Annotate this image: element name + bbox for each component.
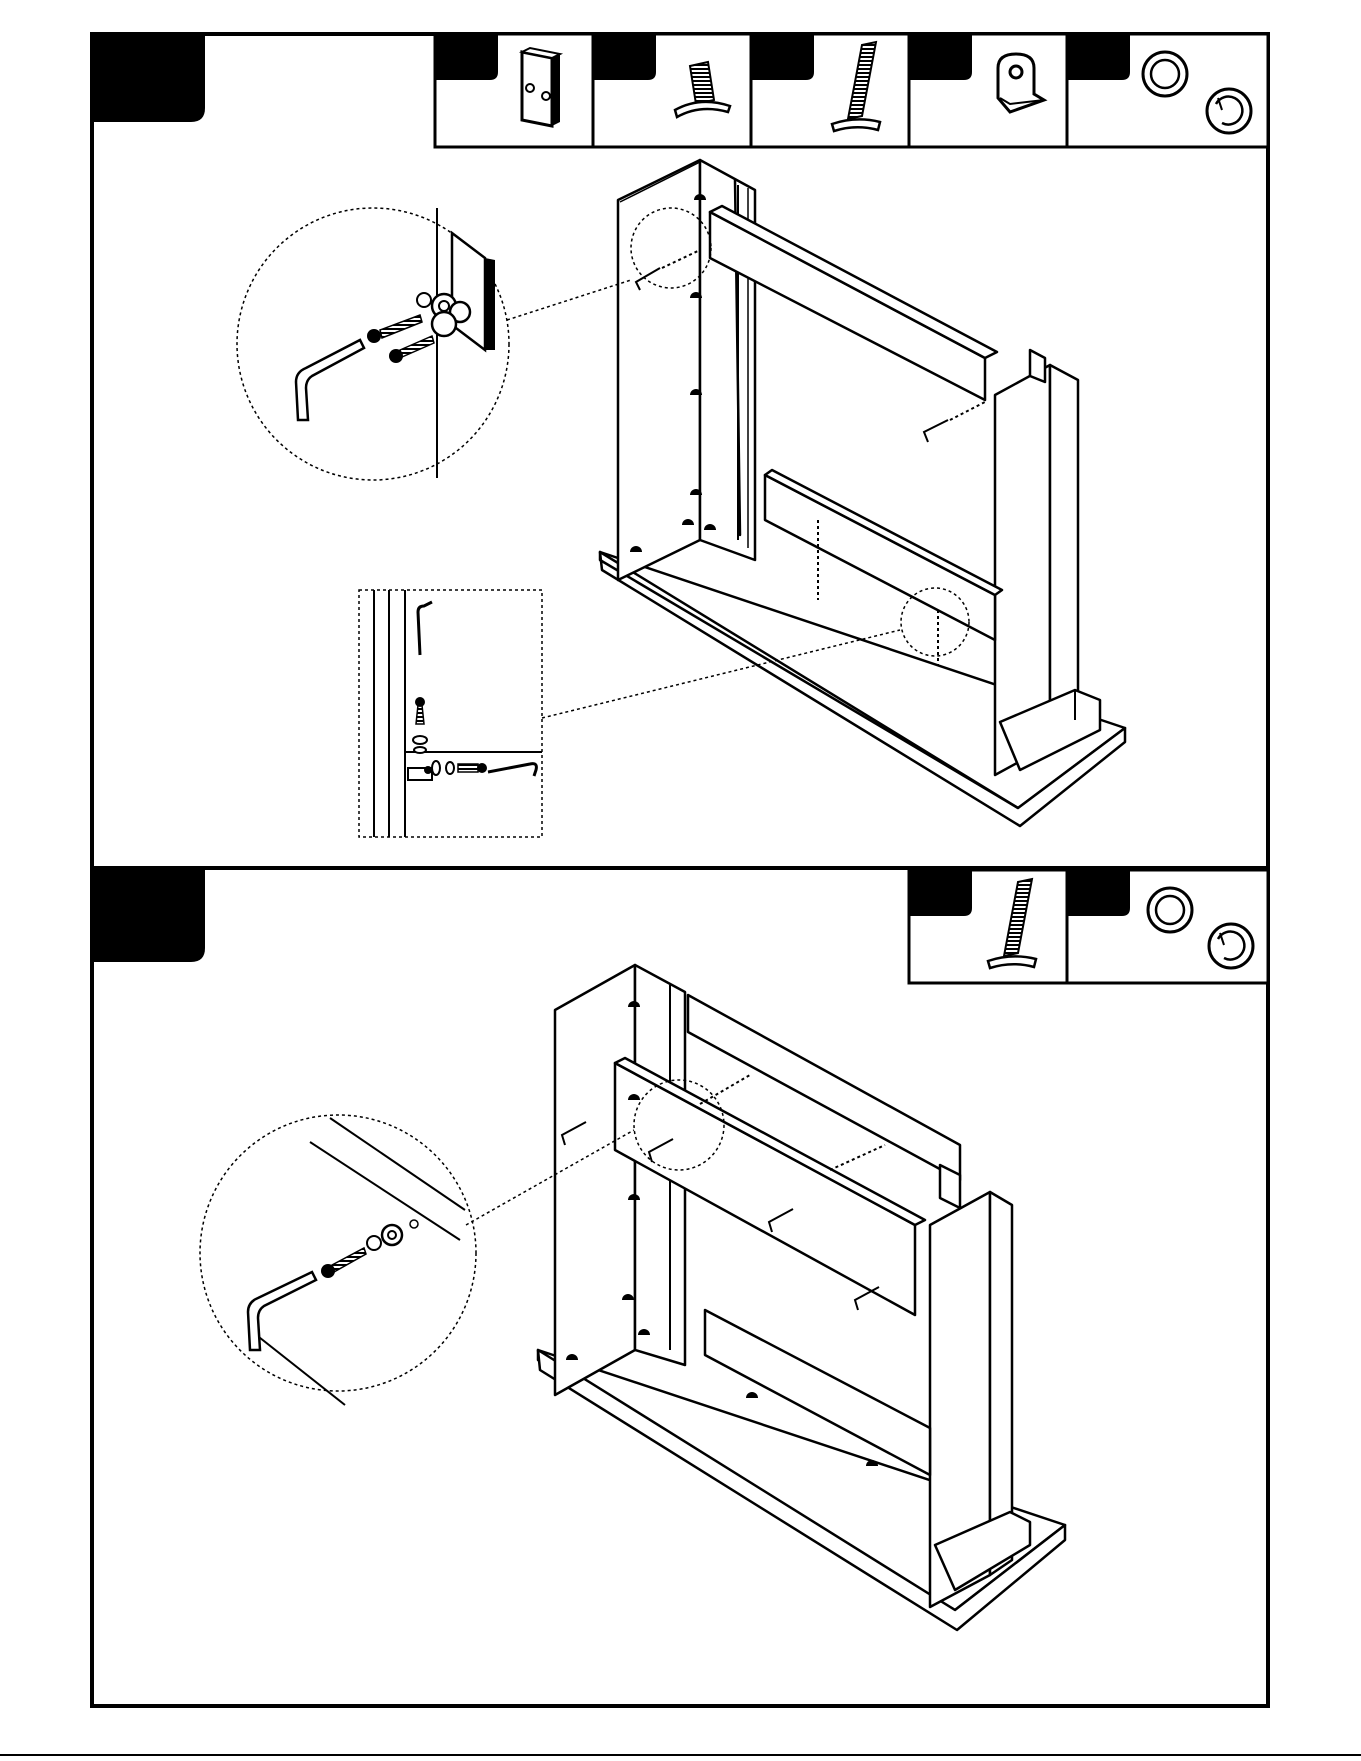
part-tab-7 [1067, 870, 1130, 916]
step-1-number-tab [92, 34, 205, 122]
step-2-number-tab [92, 870, 205, 962]
part-tab-2 [593, 34, 656, 80]
part-tab-3 [751, 34, 814, 80]
part-tab-6 [909, 870, 972, 916]
part-tab-4 [909, 34, 972, 80]
step-1-panel [92, 34, 1268, 868]
step-2-frame-assembly-drawing [538, 965, 1065, 1630]
part-tab-5 [1067, 34, 1130, 80]
step-2-panel [92, 868, 1268, 1706]
part-tab-1 [435, 34, 498, 80]
step-1-parts-header [435, 34, 1268, 147]
cam-block-icon [522, 48, 560, 126]
step-2-parts-header [909, 870, 1268, 983]
